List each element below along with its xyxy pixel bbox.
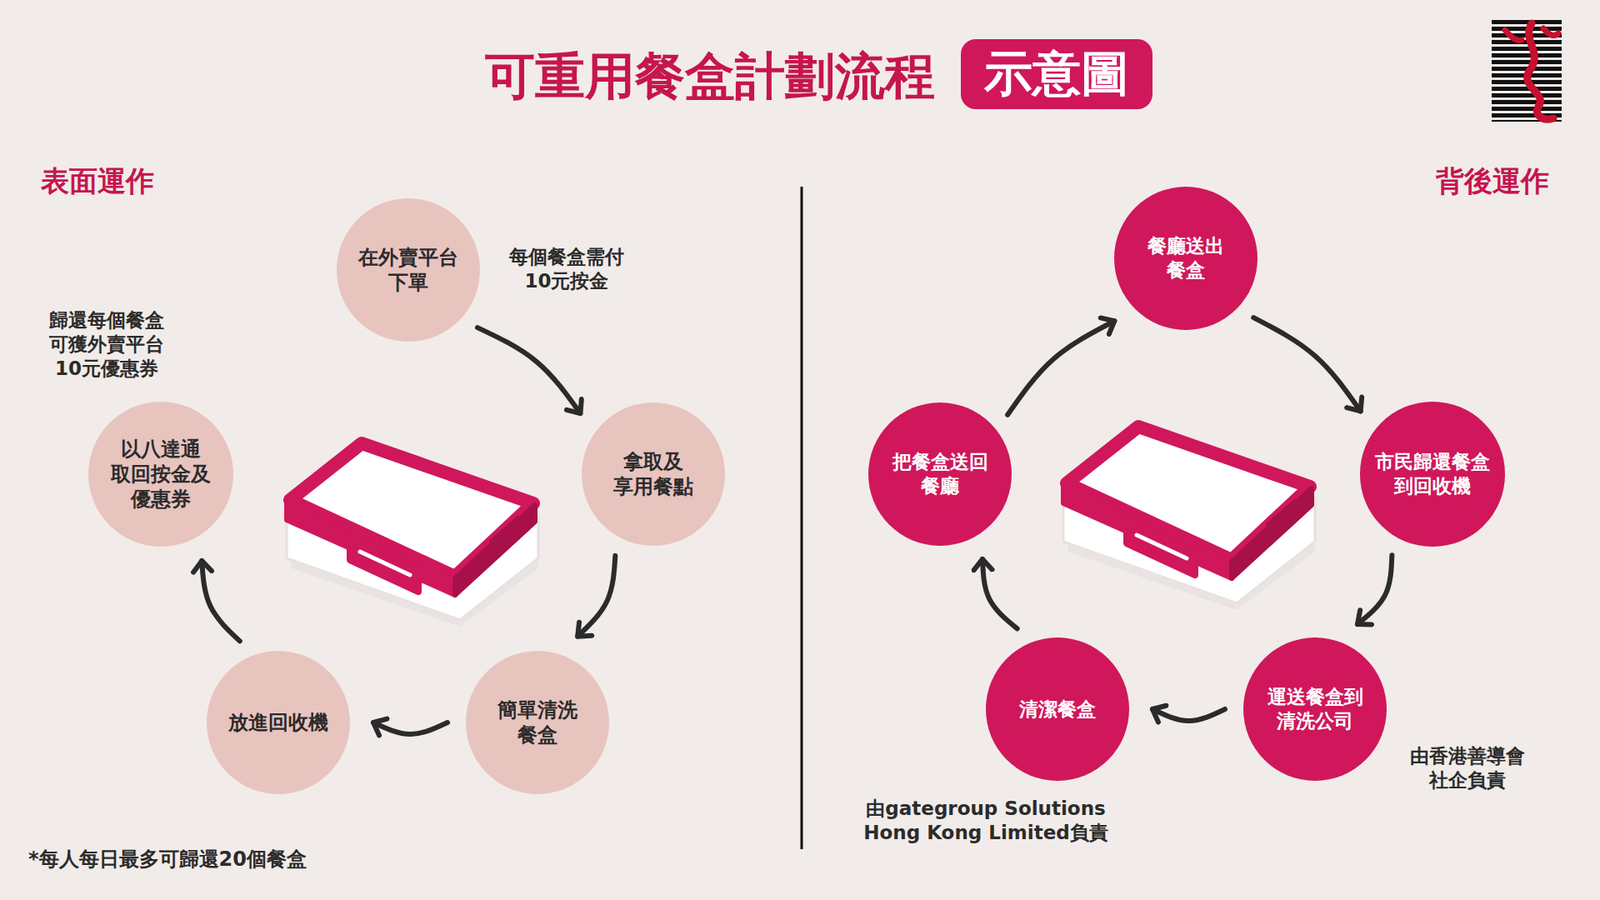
process-circle: 拿取及 享用餐點 bbox=[581, 402, 725, 546]
note-text: 由香港善導會 社企負責 bbox=[1410, 744, 1525, 793]
flow-arrow bbox=[477, 327, 580, 414]
title-badge: 示意圖 bbox=[960, 39, 1153, 110]
step-text: 清潔餐盒 bbox=[1019, 697, 1096, 722]
flow-arrow bbox=[373, 722, 448, 735]
process-circle: 放進回收機 bbox=[206, 650, 350, 795]
process-circle: 把餐盒送回 餐廳 bbox=[868, 402, 1012, 546]
badge-text: 示意圖 bbox=[984, 47, 1130, 101]
step-text: 市民歸還餐盒 到回收機 bbox=[1375, 450, 1490, 499]
section-heading: 表面運作 bbox=[40, 163, 155, 200]
flow-arrow bbox=[577, 555, 615, 637]
step-text: 以八達通 取回按金及 優惠券 bbox=[110, 436, 211, 512]
note-text: 由gategroup Solutions Hong Kong Limited負責 bbox=[842, 796, 1130, 845]
diagram-title: 可重用餐盒計劃流程 bbox=[0, 48, 935, 104]
logo bbox=[1491, 18, 1562, 122]
step-text: 拿取及 享用餐點 bbox=[613, 449, 694, 500]
divider-line bbox=[800, 186, 804, 850]
flow-arrow bbox=[201, 560, 240, 641]
flow-arrow bbox=[982, 559, 1018, 629]
lunchbox-illustration bbox=[286, 443, 539, 627]
process-circle: 以八達通 取回按金及 優惠券 bbox=[88, 401, 234, 547]
process-circle: 清潔餐盒 bbox=[985, 637, 1130, 781]
step-text: 運送餐盒到 清洗公司 bbox=[1267, 685, 1364, 734]
step-text: 放進回收機 bbox=[228, 710, 329, 735]
process-circle: 運送餐盒到 清洗公司 bbox=[1243, 637, 1387, 781]
flow-arrow bbox=[1253, 317, 1360, 411]
process-circle: 簡單清洗 餐盒 bbox=[465, 650, 610, 795]
note-text: 歸還每個餐盒 可獲外賣平台 10元優惠券 bbox=[49, 308, 165, 380]
step-text: 在外賣平台 下單 bbox=[358, 245, 459, 295]
note-text: *每人每日最多可歸還20個餐盒 bbox=[28, 846, 307, 872]
flow-arrow bbox=[1357, 555, 1392, 625]
section-heading: 背後運作 bbox=[1435, 163, 1550, 200]
step-text: 簡單清洗 餐盒 bbox=[497, 697, 578, 748]
lunchbox-illustration bbox=[1063, 426, 1315, 610]
step-text: 餐廳送出 餐盒 bbox=[1147, 234, 1225, 283]
edge-label: 每個餐盒需付 10元按金 bbox=[505, 243, 628, 295]
flow-arrow bbox=[1152, 709, 1225, 721]
step-text: 把餐盒送回 餐廳 bbox=[892, 450, 989, 499]
process-circle: 市民歸還餐盒 到回收機 bbox=[1360, 401, 1505, 547]
process-circle: 餐廳送出 餐盒 bbox=[1114, 186, 1258, 330]
process-circle: 在外賣平台 下單 bbox=[336, 198, 480, 342]
flow-arrow bbox=[1007, 320, 1115, 415]
